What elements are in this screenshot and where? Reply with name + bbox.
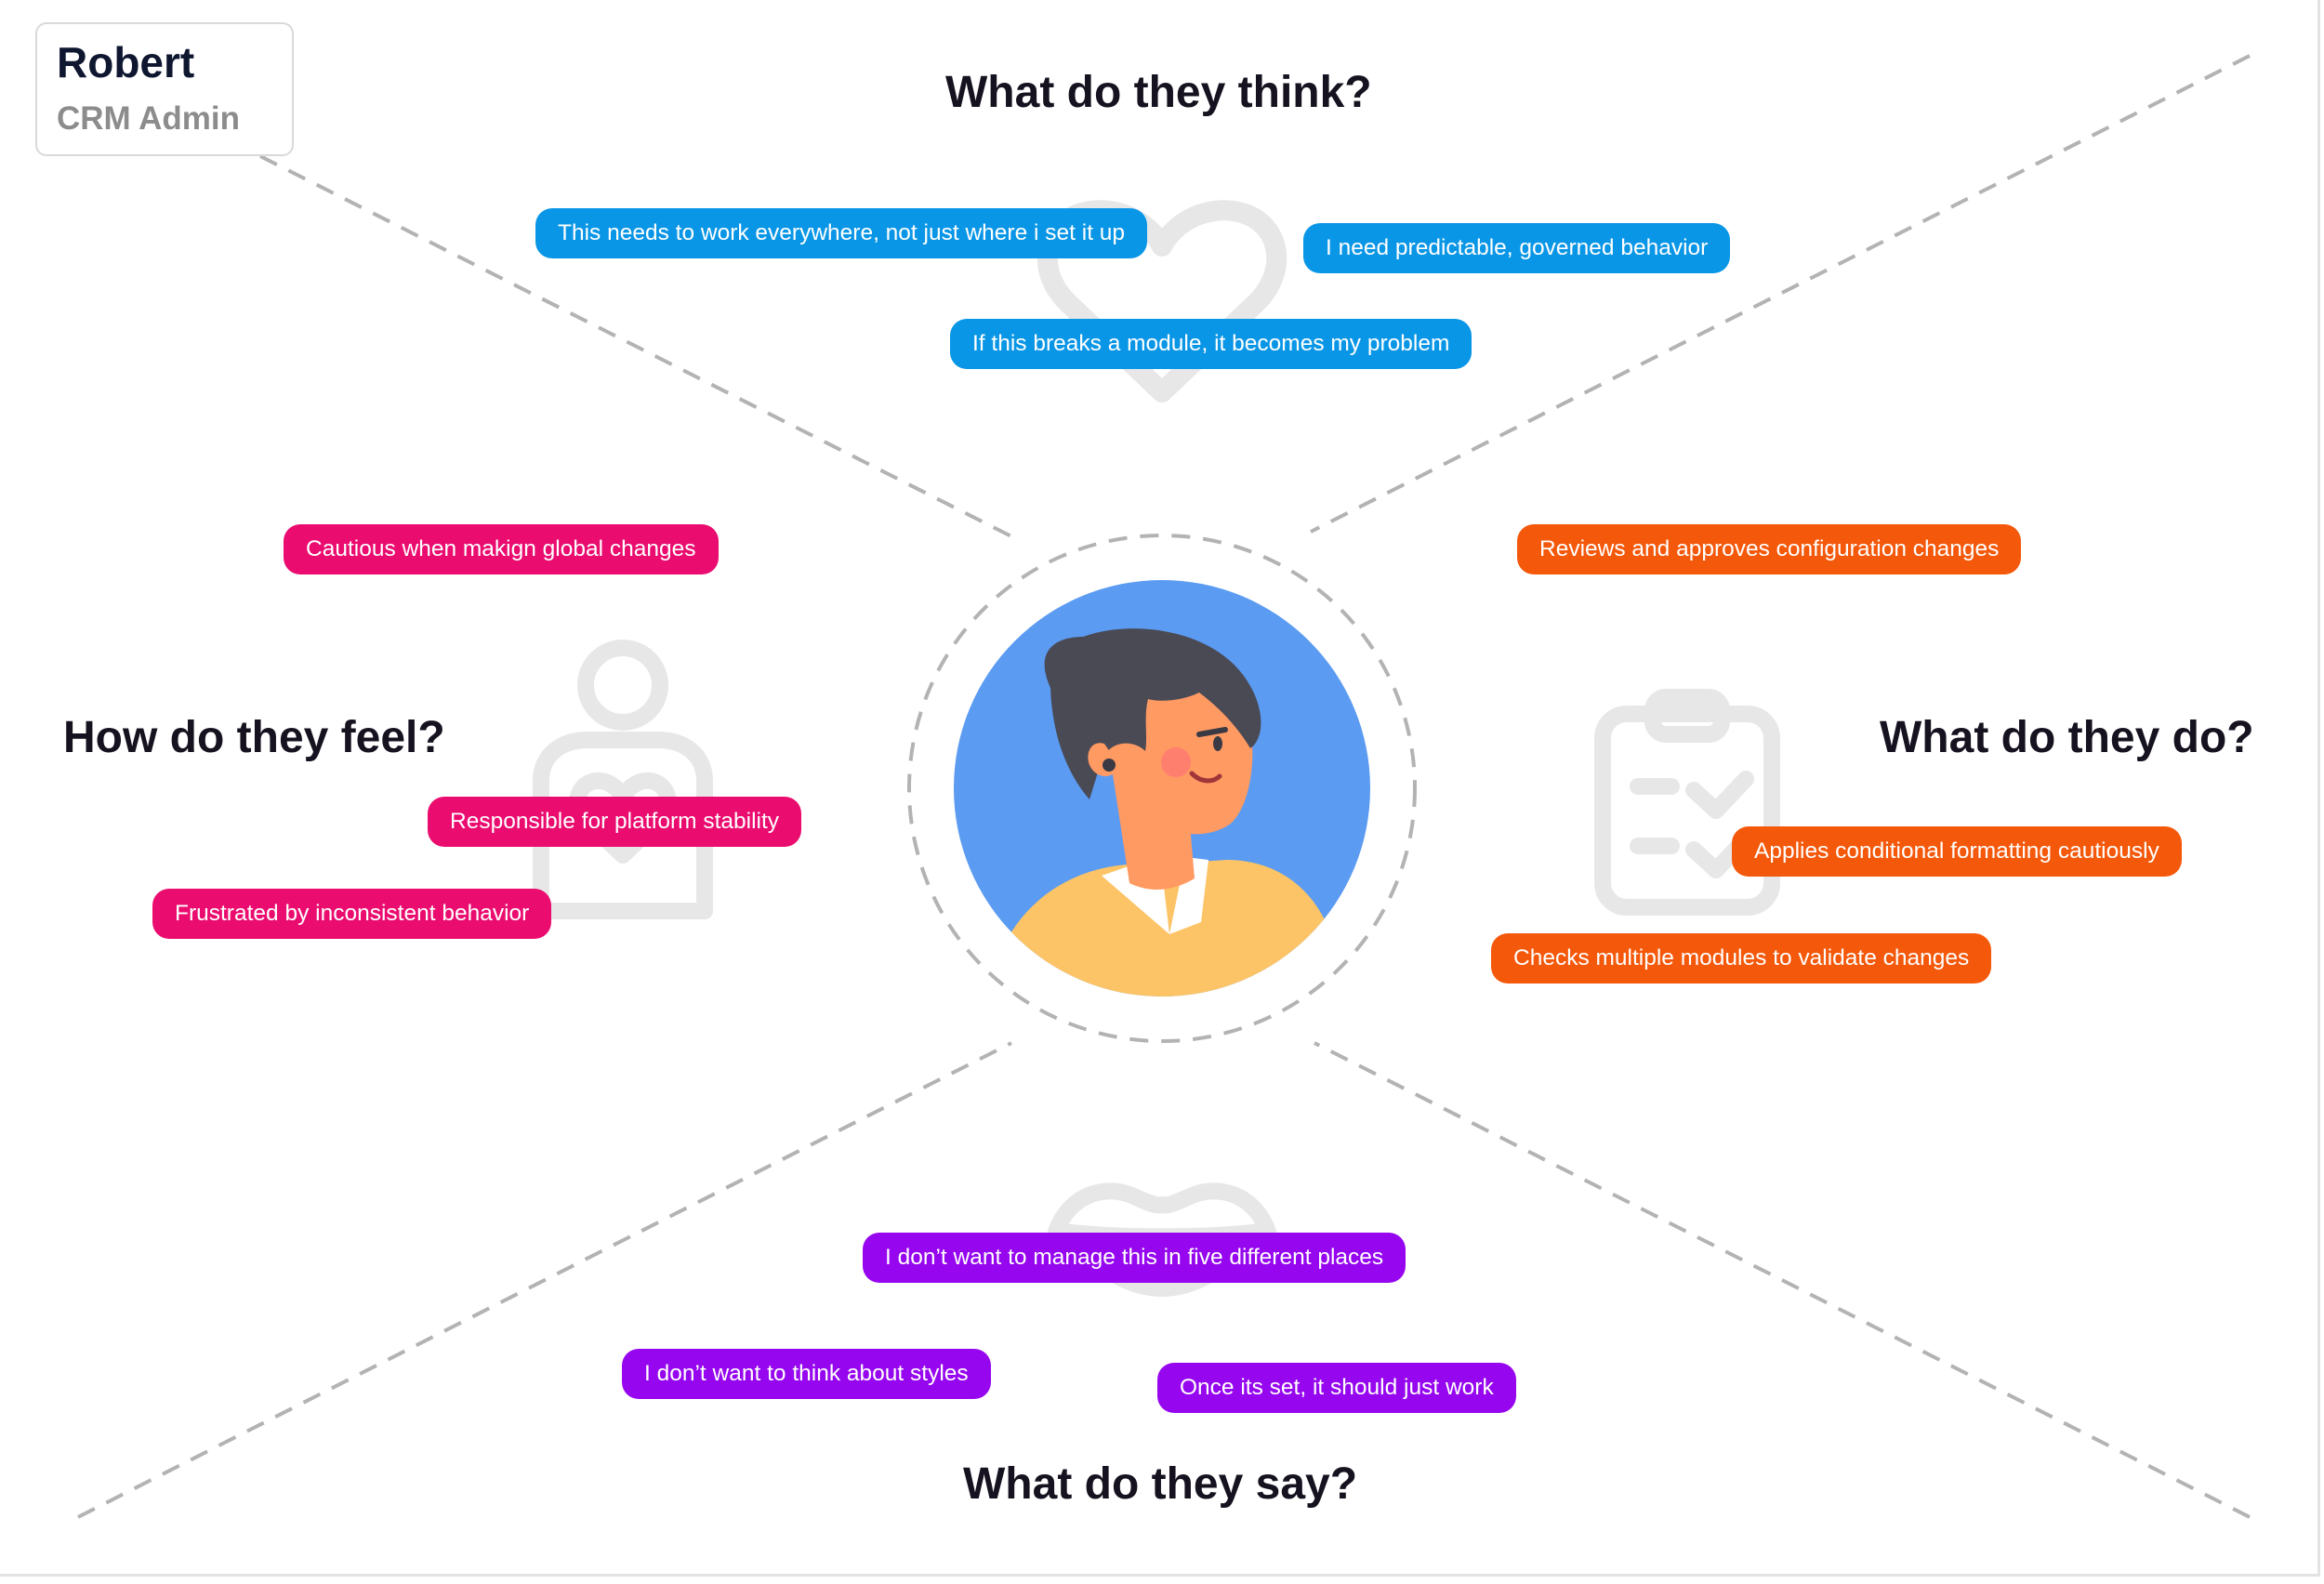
- avatar: [954, 580, 1370, 1041]
- think-note: I need predictable, governed behavior: [1303, 223, 1730, 273]
- person-holding-heart-icon: [541, 648, 705, 911]
- persona-card: Robert CRM Admin: [35, 22, 294, 156]
- feel-heading: How do they feel?: [63, 716, 445, 760]
- say-note: I don’t want to manage this in five diff…: [863, 1233, 1406, 1283]
- divider-bottom-right: [1314, 1043, 2250, 1517]
- feel-note: Responsible for platform stability: [428, 797, 801, 847]
- feel-note: Frustrated by inconsistent behavior: [152, 889, 551, 939]
- divider-top-right: [1311, 56, 2250, 532]
- do-note: Checks multiple modules to validate chan…: [1491, 933, 1991, 983]
- say-heading: What do they say?: [963, 1462, 1357, 1507]
- do-heading: What do they do?: [1880, 716, 2254, 760]
- think-note: This needs to work everywhere, not just …: [535, 208, 1147, 258]
- say-note: Once its set, it should just work: [1157, 1363, 1516, 1413]
- think-note: If this breaks a module, it becomes my p…: [950, 319, 1472, 369]
- do-note: Applies conditional formatting cautiousl…: [1732, 826, 2182, 877]
- persona-name: Robert: [57, 37, 194, 87]
- persona-role: CRM Admin: [57, 100, 240, 138]
- do-note: Reviews and approves configuration chang…: [1517, 524, 2021, 574]
- say-note: I don’t want to think about styles: [622, 1349, 991, 1399]
- think-heading: What do they think?: [945, 71, 1372, 115]
- feel-note: Cautious when makign global changes: [284, 524, 719, 574]
